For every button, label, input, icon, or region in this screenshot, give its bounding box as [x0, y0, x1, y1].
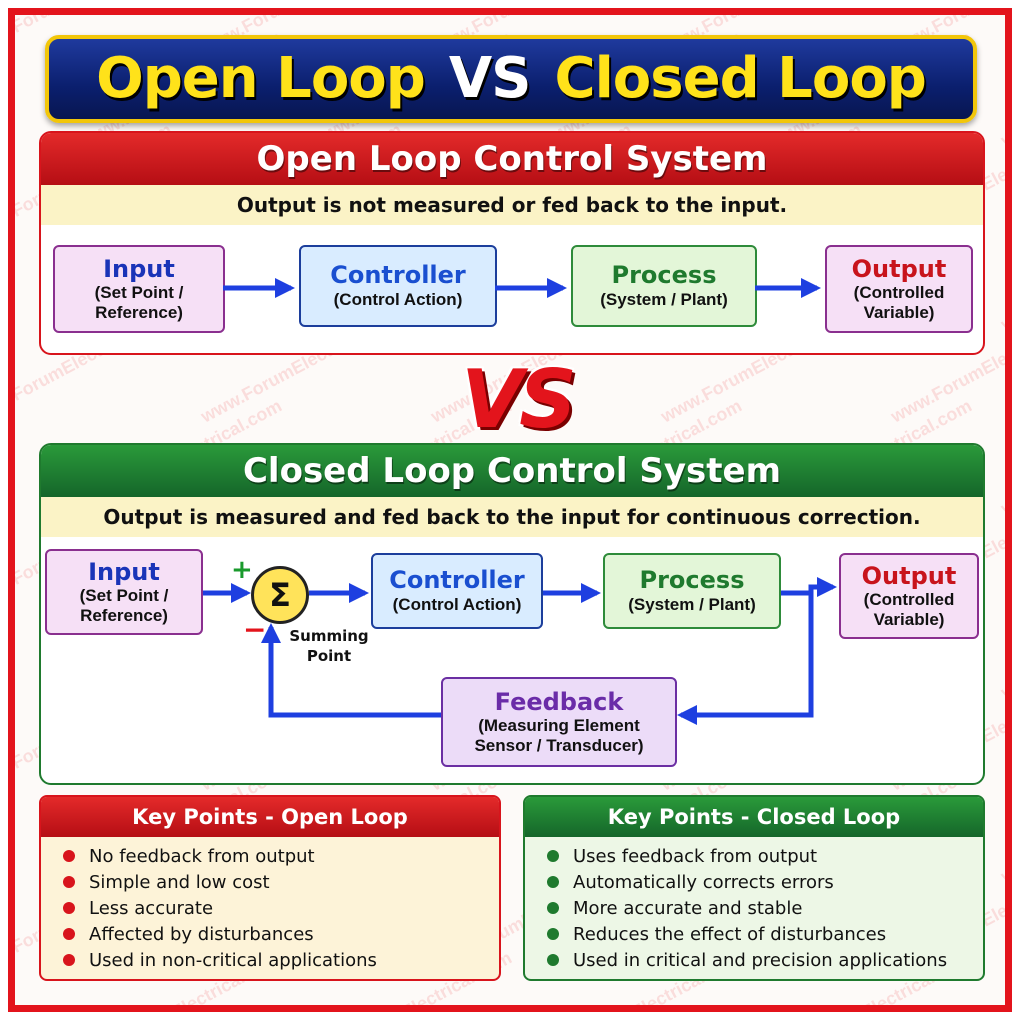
infographic-frame: www.ForumElectrical.com www.ForumElectric…	[8, 8, 1012, 1012]
closed-controller-block: Controller (Control Action)	[371, 553, 543, 629]
block-title: Input	[88, 557, 160, 586]
key-point-item: Reduces the effect of disturbances	[547, 921, 983, 947]
key-point-item: Less accurate	[63, 895, 499, 921]
block-title: Process	[611, 261, 717, 290]
closed-loop-description: Output is measured and fed back to the i…	[41, 497, 983, 537]
block-title: Output	[861, 561, 957, 590]
open-input-block: Input (Set Point / Reference)	[53, 245, 225, 333]
bullet-dot-icon	[547, 902, 559, 914]
block-title: Feedback	[494, 687, 624, 716]
summing-point-label: Summing Point	[289, 627, 369, 665]
key-point-text: Uses feedback from output	[573, 845, 818, 867]
bullet-dot-icon	[547, 850, 559, 862]
block-subtitle: Variable)	[863, 302, 935, 322]
key-point-item: Used in non-critical applications	[63, 947, 499, 973]
open-loop-description: Output is not measured or fed back to th…	[41, 185, 983, 225]
bullet-dot-icon	[63, 876, 75, 888]
bullet-dot-icon	[63, 902, 75, 914]
key-point-item: No feedback from output	[63, 843, 499, 869]
key-point-text: No feedback from output	[89, 845, 315, 867]
watermark-text: www.ForumElectrical.com	[997, 948, 1005, 1005]
key-points-closed-heading: Key Points - Closed Loop	[525, 797, 983, 837]
bullet-dot-icon	[63, 850, 75, 862]
key-points-closed-panel: Key Points - Closed Loop Uses feedback f…	[523, 795, 985, 981]
block-title: Controller	[330, 261, 466, 290]
block-title: Process	[639, 566, 745, 595]
key-point-item: More accurate and stable	[547, 895, 983, 921]
vs-badge: VS	[461, 352, 577, 446]
block-title: Output	[851, 254, 947, 283]
block-subtitle: Sensor / Transducer)	[474, 735, 644, 755]
feedback-block: Feedback (Measuring Element Sensor / Tra…	[441, 677, 677, 767]
title-closed-loop: Closed Loop	[554, 46, 927, 111]
watermark-text: www.ForumElectrical.com	[997, 212, 1005, 335]
block-subtitle: (System / Plant)	[628, 595, 756, 615]
open-loop-heading: Open Loop Control System	[41, 133, 983, 185]
key-points-open-heading: Key Points - Open Loop	[41, 797, 499, 837]
open-process-block: Process (System / Plant)	[571, 245, 757, 327]
open-loop-panel: Open Loop Control System Output is not m…	[39, 131, 985, 355]
bullet-dot-icon	[547, 876, 559, 888]
block-subtitle: Reference)	[80, 605, 168, 625]
open-controller-block: Controller (Control Action)	[299, 245, 497, 327]
key-points-open-panel: Key Points - Open Loop No feedback from …	[39, 795, 501, 981]
key-point-text: More accurate and stable	[573, 897, 803, 919]
key-point-item: Uses feedback from output	[547, 843, 983, 869]
key-point-item: Affected by disturbances	[63, 921, 499, 947]
closed-input-block: Input (Set Point / Reference)	[45, 549, 203, 635]
block-title: Input	[103, 254, 175, 283]
block-subtitle: (Controlled	[853, 283, 945, 303]
summing-point-circle: Σ	[251, 566, 309, 624]
closed-loop-heading: Closed Loop Control System	[41, 445, 983, 497]
block-title: Controller	[389, 566, 525, 595]
title-open-loop: Open Loop	[96, 46, 426, 111]
watermark-text: www.ForumElectrical.com	[997, 764, 1005, 887]
key-point-text: Simple and low cost	[89, 871, 270, 893]
key-point-item: Simple and low cost	[63, 869, 499, 895]
bullet-dot-icon	[547, 954, 559, 966]
key-point-item: Automatically corrects errors	[547, 869, 983, 895]
block-subtitle: Variable)	[873, 609, 945, 629]
watermark-text: www.ForumElectrical.com	[997, 28, 1005, 151]
title-banner: Open Loop VS Closed Loop	[45, 35, 977, 123]
watermark-text: www.ForumElectrical.com	[997, 580, 1005, 703]
key-point-item: Used in critical and precision applicati…	[547, 947, 983, 973]
bullet-dot-icon	[63, 928, 75, 940]
key-point-text: Reduces the effect of disturbances	[573, 923, 887, 945]
block-subtitle: (Set Point /	[94, 283, 184, 303]
key-point-text: Automatically corrects errors	[573, 871, 834, 893]
title-vs: VS	[448, 46, 532, 111]
key-point-text: Affected by disturbances	[89, 923, 314, 945]
key-point-text: Used in critical and precision applicati…	[573, 949, 948, 971]
bullet-dot-icon	[63, 954, 75, 966]
bullet-dot-icon	[547, 928, 559, 940]
closed-process-block: Process (System / Plant)	[603, 553, 781, 629]
block-subtitle: (Controlled	[863, 590, 955, 610]
block-subtitle: (Measuring Element	[478, 716, 640, 736]
block-subtitle: (Control Action)	[333, 290, 463, 310]
key-point-text: Less accurate	[89, 897, 214, 919]
open-output-block: Output (Controlled Variable)	[825, 245, 973, 333]
watermark-text: www.ForumElectrical.com	[997, 396, 1005, 519]
sigma-symbol: Σ	[269, 576, 291, 614]
block-subtitle: Reference)	[95, 302, 183, 322]
minus-sign: −	[243, 613, 267, 646]
block-subtitle: (Control Action)	[392, 595, 522, 615]
block-subtitle: (System / Plant)	[600, 290, 728, 310]
key-point-text: Used in non-critical applications	[89, 949, 377, 971]
plus-sign: +	[231, 555, 253, 585]
closed-output-block: Output (Controlled Variable)	[839, 553, 979, 639]
block-subtitle: (Set Point /	[79, 586, 169, 606]
